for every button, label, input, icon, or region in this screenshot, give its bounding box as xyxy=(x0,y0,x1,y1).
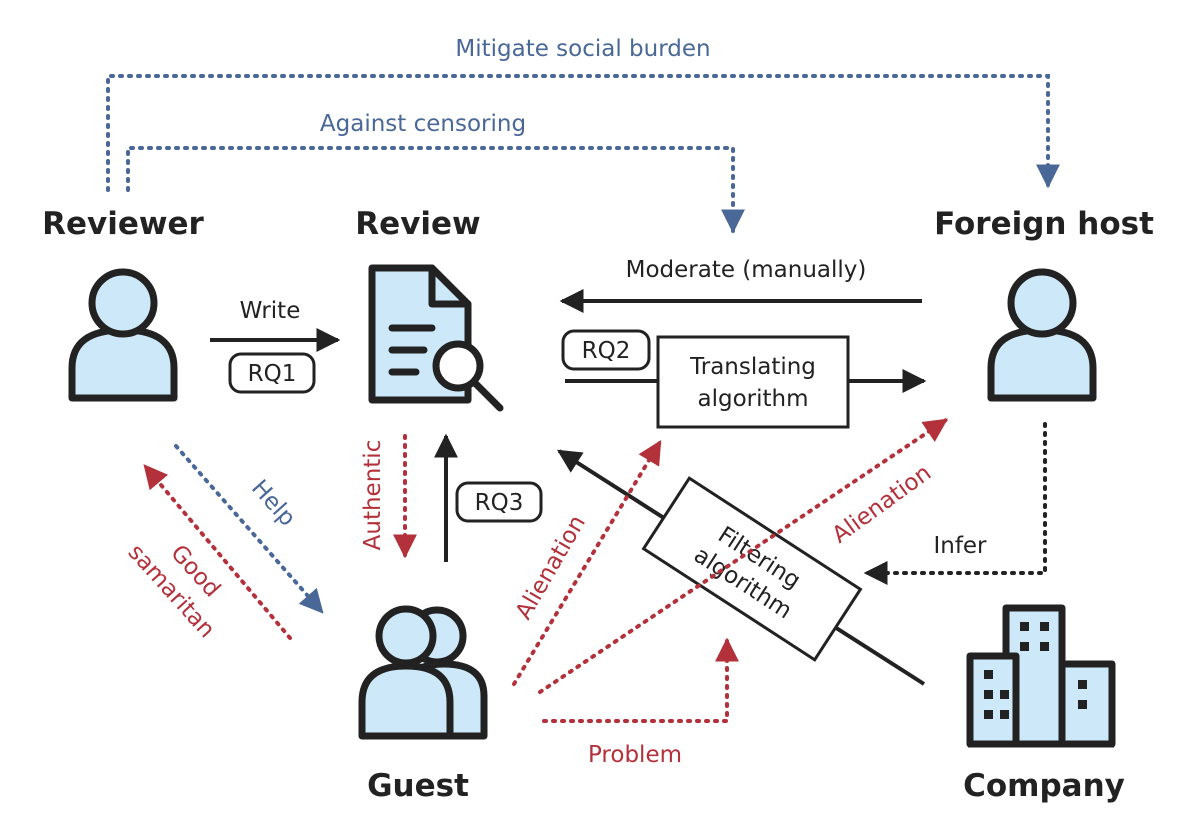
alienation-host-arrow xyxy=(538,418,948,694)
help-label: Help xyxy=(246,475,300,531)
rq2-label: RQ2 xyxy=(582,338,631,364)
rq3-label: RQ3 xyxy=(475,490,524,516)
foreign-host-title: Foreign host xyxy=(934,206,1154,242)
mitigate-social-burden-label: Mitigate social burden xyxy=(455,36,710,62)
mitigate-social-burden-arrow xyxy=(106,74,1060,192)
infer-arrow xyxy=(863,422,1047,585)
moderate-label: Moderate (manually) xyxy=(626,257,867,283)
company-building-icon xyxy=(966,604,1116,748)
building-windows xyxy=(984,622,1087,719)
write-label: Write xyxy=(240,298,301,324)
problem-label: Problem xyxy=(588,742,682,768)
against-censoring-label: Against censoring xyxy=(320,111,526,137)
good-samaritan-arrow xyxy=(143,464,292,640)
rq3-badge xyxy=(455,481,543,523)
guest-title: Guest xyxy=(367,768,469,804)
problem-arrow xyxy=(542,637,739,723)
alienation-host-label: Alienation xyxy=(828,460,937,549)
alienation-guest-arrow xyxy=(512,439,662,686)
reviewer-title: Reviewer xyxy=(42,206,204,242)
guest-group-icon xyxy=(358,605,488,740)
translating-algorithm-line2: algorithm xyxy=(697,386,808,412)
translating-algorithm-line1: Translating xyxy=(689,354,816,380)
authentic-label: Authentic xyxy=(360,440,386,551)
review-document-search-icon xyxy=(368,264,504,412)
review-title: Review xyxy=(355,206,480,242)
infer-label: Infer xyxy=(933,533,987,559)
reviewer-person-icon xyxy=(68,268,178,402)
rq1-label: RQ1 xyxy=(248,361,297,387)
against-censoring-arrow xyxy=(126,146,745,234)
rq2-badge xyxy=(561,329,651,371)
alienation-guest-label: Alienation xyxy=(511,511,591,624)
help-arrow xyxy=(174,444,324,614)
translating-algorithm-box xyxy=(656,335,850,429)
company-title: Company xyxy=(963,768,1125,804)
filtering-algorithm-box: Filtering algorithm xyxy=(641,476,863,662)
foreign-host-person-icon xyxy=(987,268,1097,402)
rq1-badge xyxy=(228,352,316,394)
